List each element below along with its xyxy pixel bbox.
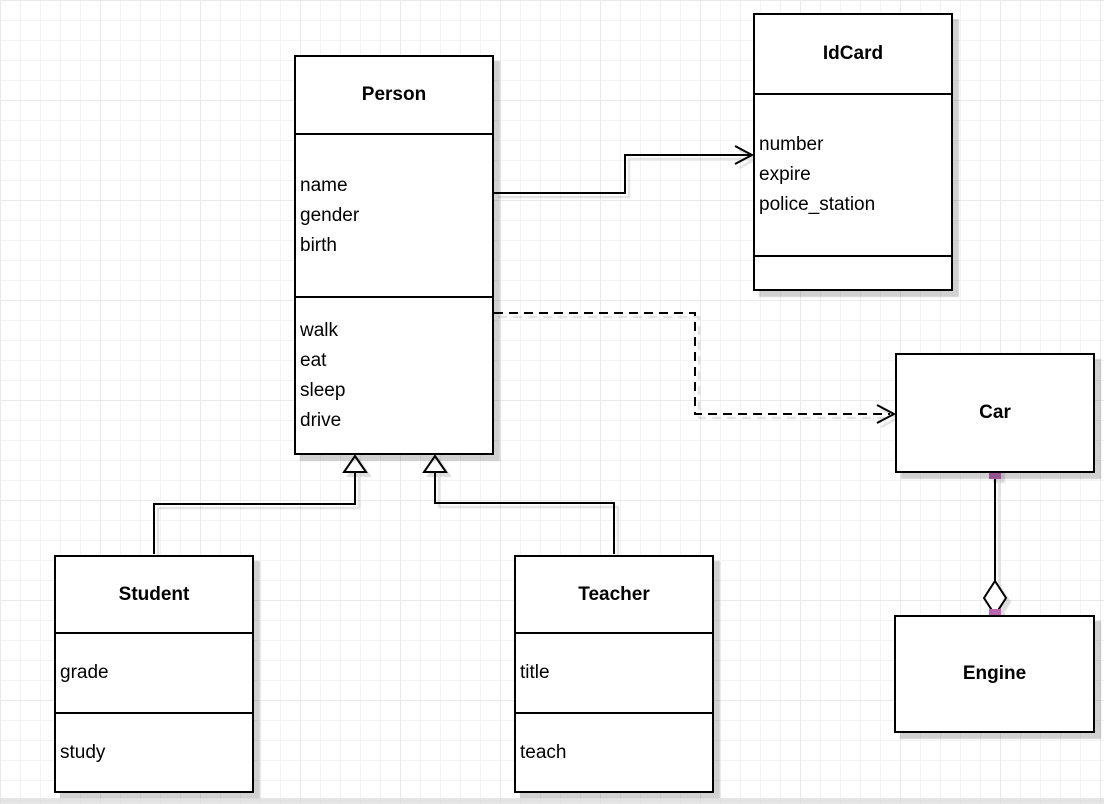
class-idcard-title: IdCard xyxy=(822,43,884,64)
open-arrowhead-icon xyxy=(876,404,897,424)
class-idcard[interactable]: IdCard number expire police_station xyxy=(753,13,953,291)
attribute: number xyxy=(759,134,824,155)
class-engine-title: Engine xyxy=(962,663,1027,684)
class-idcard-attributes: number expire police_station xyxy=(755,93,951,255)
canvas-bottom-edge xyxy=(0,798,1104,804)
edge-person-idcard-association[interactable] xyxy=(494,145,755,194)
class-car-title: Car xyxy=(979,402,1011,423)
class-engine[interactable]: Engine xyxy=(894,615,1095,733)
hollow-triangle-icon xyxy=(342,454,368,473)
method: sleep xyxy=(300,379,346,401)
method: walk xyxy=(300,319,339,341)
class-student-methods: study xyxy=(56,712,252,791)
edge-car-engine-aggregation[interactable] xyxy=(982,467,1008,621)
attribute: gender xyxy=(300,204,360,226)
class-person-title: Person xyxy=(361,84,427,105)
attribute: expire xyxy=(759,164,811,185)
class-teacher-title: Teacher xyxy=(578,583,650,605)
class-person-methods: walk eat sleep drive xyxy=(296,296,492,453)
method: eat xyxy=(300,349,327,371)
class-student[interactable]: Student grade study xyxy=(54,555,254,793)
class-teacher-methods: teach xyxy=(516,712,712,791)
edge-person-car-dependency[interactable] xyxy=(494,312,897,424)
attribute: police_station xyxy=(759,194,876,215)
edge-student-person-generalization[interactable] xyxy=(153,454,368,554)
class-teacher-attributes: title xyxy=(516,632,712,712)
class-person-attributes: name gender birth xyxy=(296,133,492,296)
class-car[interactable]: Car xyxy=(895,353,1095,473)
method: teach xyxy=(520,741,567,763)
attribute: birth xyxy=(300,234,337,256)
attribute: name xyxy=(300,174,348,196)
edge-teacher-person-generalization[interactable] xyxy=(422,454,615,554)
class-idcard-methods xyxy=(755,255,951,289)
method: drive xyxy=(300,409,342,431)
attribute: grade xyxy=(60,662,109,683)
class-student-attributes: grade xyxy=(56,632,252,712)
attribute: title xyxy=(520,662,550,683)
class-person[interactable]: Person name gender birth walk eat sleep … xyxy=(294,55,494,455)
open-arrowhead-icon xyxy=(734,145,755,165)
hollow-triangle-icon xyxy=(422,454,448,473)
method: study xyxy=(60,741,106,763)
class-student-title: Student xyxy=(118,583,190,605)
class-teacher[interactable]: Teacher title teach xyxy=(514,555,714,793)
